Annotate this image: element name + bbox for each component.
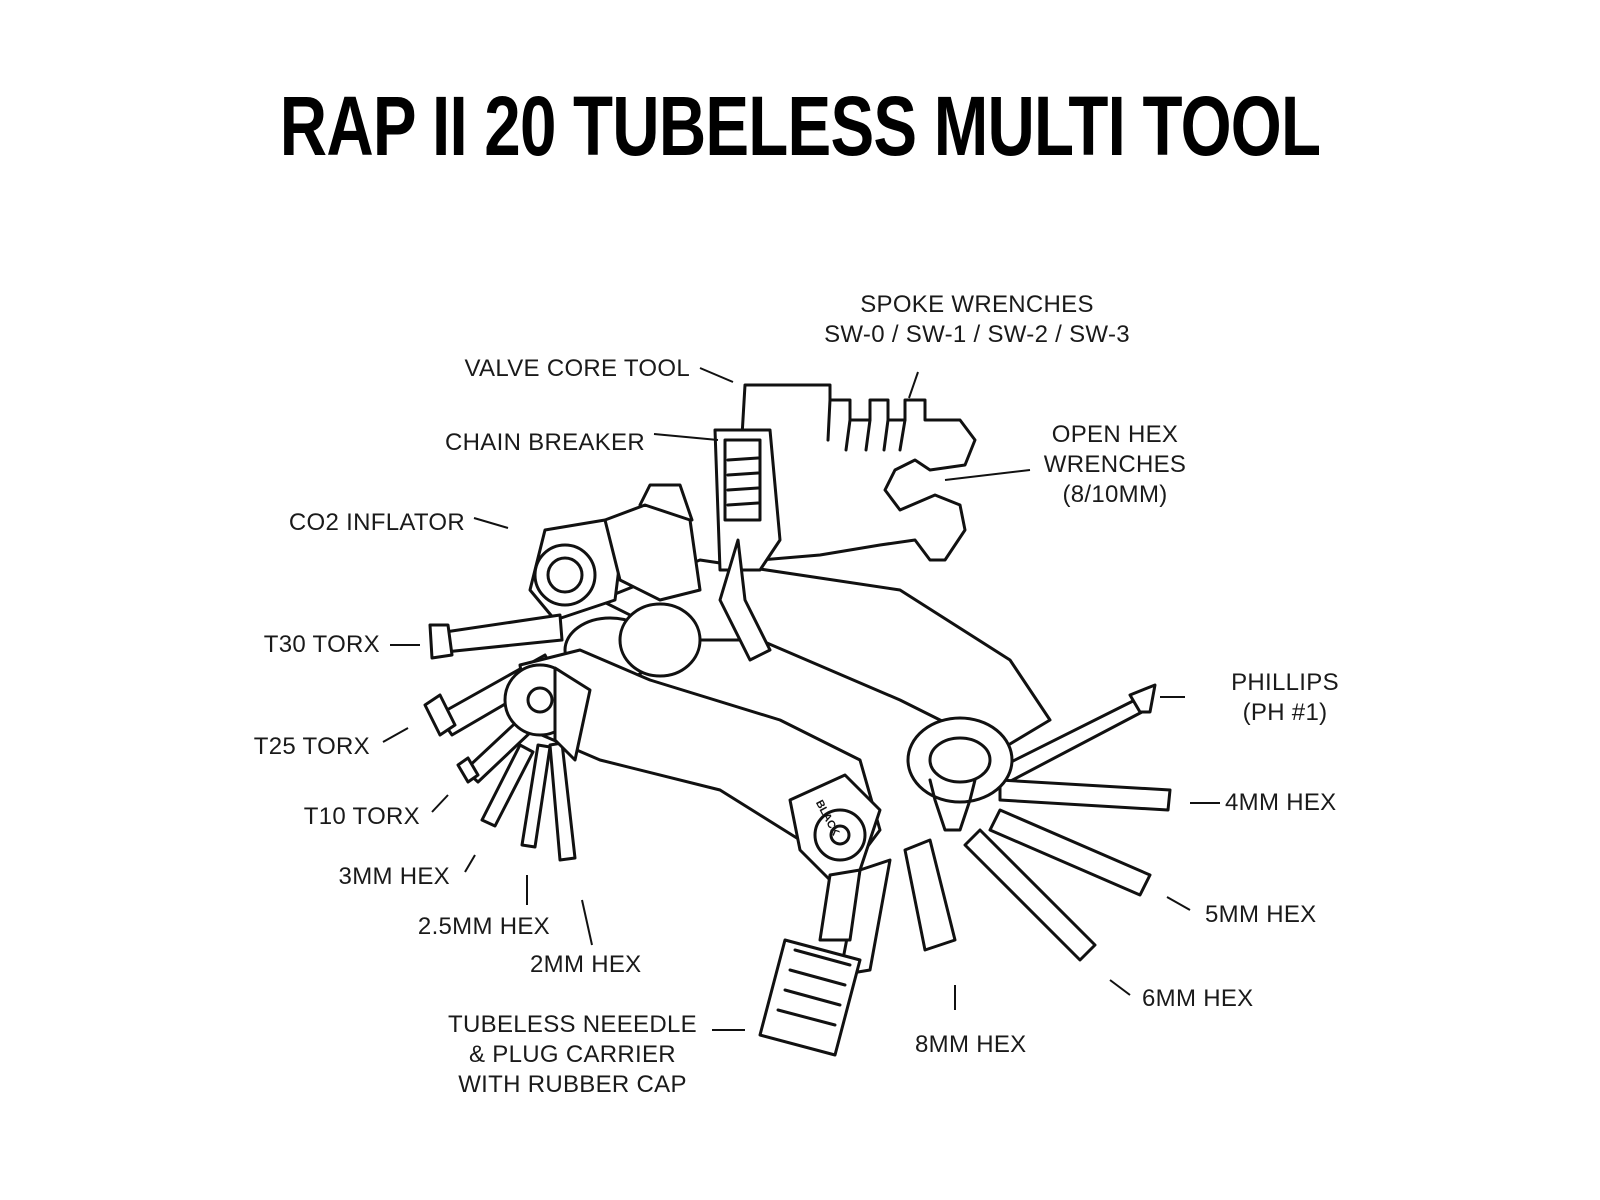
co2-inflator bbox=[528, 483, 702, 622]
label-open-hex-wrenches: OPEN HEX WRENCHES (8/10MM) bbox=[1043, 421, 1187, 508]
label-tubeless-needle: TUBELESS NEEEDLE & PLUG CARRIER WITH RUB… bbox=[448, 1011, 697, 1098]
label-t10-torx: T10 TORX bbox=[303, 803, 420, 830]
hex-5mm-shaft bbox=[988, 808, 1152, 897]
label-3mm-hex: 3MM HEX bbox=[338, 863, 450, 890]
label-8mm-hex: 8MM HEX bbox=[915, 1031, 1027, 1058]
tubeless-carrier bbox=[758, 858, 892, 1057]
label-2-5mm-hex: 2.5MM HEX bbox=[417, 913, 550, 940]
hex-2mm-shaft bbox=[548, 741, 577, 862]
label-t25-torx: T25 TORX bbox=[253, 733, 370, 760]
label-5mm-hex: 5MM HEX bbox=[1205, 901, 1317, 928]
rear-body-plate bbox=[598, 558, 1052, 752]
hex-3mm-shaft bbox=[480, 743, 535, 828]
label-6mm-hex: 6MM HEX bbox=[1142, 985, 1254, 1012]
label-2mm-hex: 2MM HEX bbox=[530, 951, 642, 978]
chain-breaker-body bbox=[713, 428, 782, 572]
label-co2-inflator: CO2 INFLATOR bbox=[288, 509, 465, 536]
label-t30-torx: T30 TORX bbox=[263, 631, 380, 658]
diagram-title: RAP II 20 TUBELESS MULTI TOOL bbox=[279, 79, 1321, 173]
t30-torx-shaft bbox=[443, 613, 564, 654]
hex-6mm-shaft bbox=[963, 828, 1097, 962]
spoke-wrench-head bbox=[738, 383, 977, 562]
label-chain-breaker: CHAIN BREAKER bbox=[445, 429, 645, 456]
hex-8mm-shaft bbox=[903, 838, 957, 952]
label-valve-core-tool: VALVE CORE TOOL bbox=[464, 355, 690, 382]
hex-4mm-shaft bbox=[998, 778, 1172, 812]
label-phillips: PHILLIPS (PH #1) bbox=[1231, 669, 1339, 726]
leader-lines bbox=[382, 367, 1220, 1031]
label-spoke-wrenches: SPOKE WRENCHES SW-0 / SW-1 / SW-2 / SW-3 bbox=[824, 291, 1130, 348]
label-4mm-hex: 4MM HEX bbox=[1225, 789, 1337, 816]
